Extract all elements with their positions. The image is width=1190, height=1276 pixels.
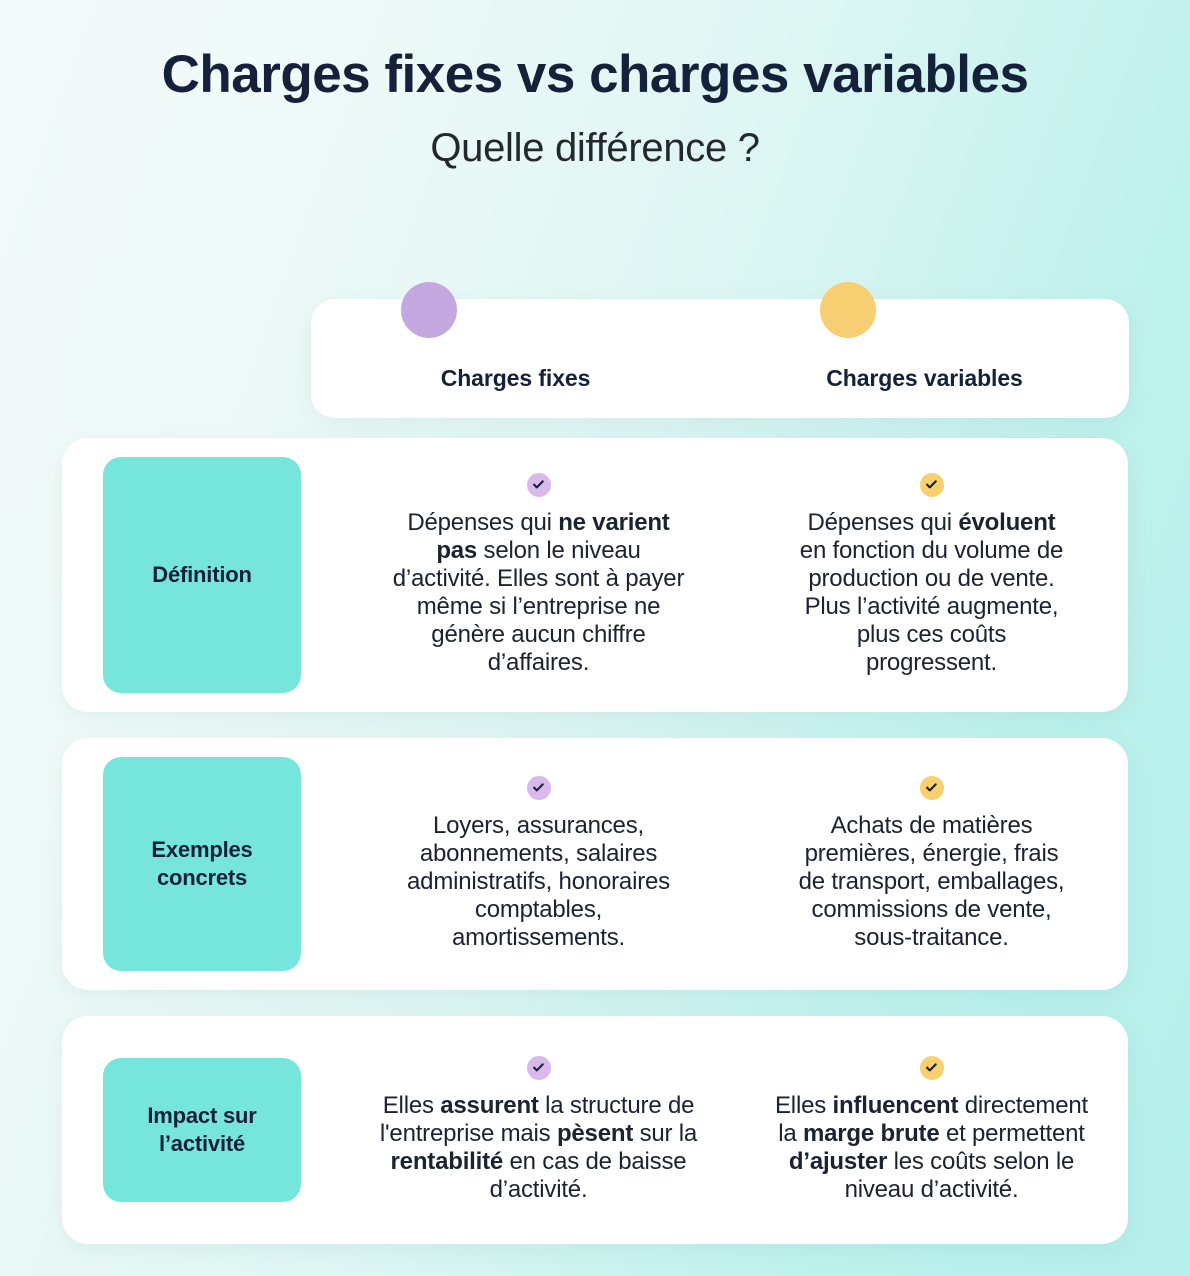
check-icon [919,472,944,497]
row-label-box: Impact sur l’activité [103,1058,301,1202]
title-block: Charges fixes vs charges variables Quell… [0,0,1190,171]
check-icon [526,775,551,800]
check-icon [919,1055,944,1080]
row-cell-variable: Achats de matières premières, énergie, f… [735,775,1128,952]
column-header-variable: Charges variables [720,282,1129,418]
row-label-cell: Exemples concrets [62,757,342,971]
check-icon [526,472,551,497]
column-header-card: Charges fixes Charges variables [311,282,1129,418]
column-header-fixed-label: Charges fixes [440,365,591,391]
table-row: Exemples concrets Loyers, assurances, ab… [62,738,1128,990]
table-row: Définition Dépenses qui ne varient pas s… [62,438,1128,712]
page-title: Charges fixes vs charges variables [161,45,1029,104]
row-label-text: Impact sur l’activité [147,1102,257,1156]
row-cell-fixed: Elles assurent la structure de l'entrepr… [342,1055,735,1204]
check-icon [526,1055,551,1080]
comparison-rows: Définition Dépenses qui ne varient pas s… [62,438,1128,1270]
check-icon [919,775,944,800]
row-label-cell: Définition [62,457,342,693]
row-cell-fixed-text: Elles assurent la structure de l'entrepr… [379,1091,698,1204]
row-cell-variable: Elles influencent directement la marge b… [735,1055,1128,1204]
row-cell-fixed: Loyers, assurances, abonnements, salaire… [342,775,735,952]
row-label-text: Définition [152,561,252,587]
row-cell-fixed-text: Loyers, assurances, abonnements, salaire… [407,811,670,952]
column-header-fixed: Charges fixes [311,282,720,418]
row-cell-variable-text: Achats de matières premières, énergie, f… [798,811,1065,952]
page-subtitle: Quelle différence ? [430,126,760,171]
column-header-variable-label: Charges variables [826,365,1023,391]
row-label-text: Exemples concrets [151,836,253,890]
row-label-box: Définition [103,457,301,693]
row-label-box: Exemples concrets [103,757,301,971]
row-label-cell: Impact sur l’activité [62,1058,342,1202]
row-cell-fixed: Dépenses qui ne varient pas selon le niv… [342,472,735,677]
variable-bubble-icon [820,282,876,338]
row-cell-variable-text: Dépenses qui évoluent en fonction du vol… [799,508,1064,677]
row-cell-variable-text: Elles influencent directement la marge b… [775,1091,1088,1204]
row-cell-variable: Dépenses qui évoluent en fonction du vol… [735,472,1128,677]
row-cell-fixed-text: Dépenses qui ne varient pas selon le niv… [392,508,685,677]
fixed-bubble-icon [401,282,457,338]
table-row: Impact sur l’activité Elles assurent la … [62,1016,1128,1244]
